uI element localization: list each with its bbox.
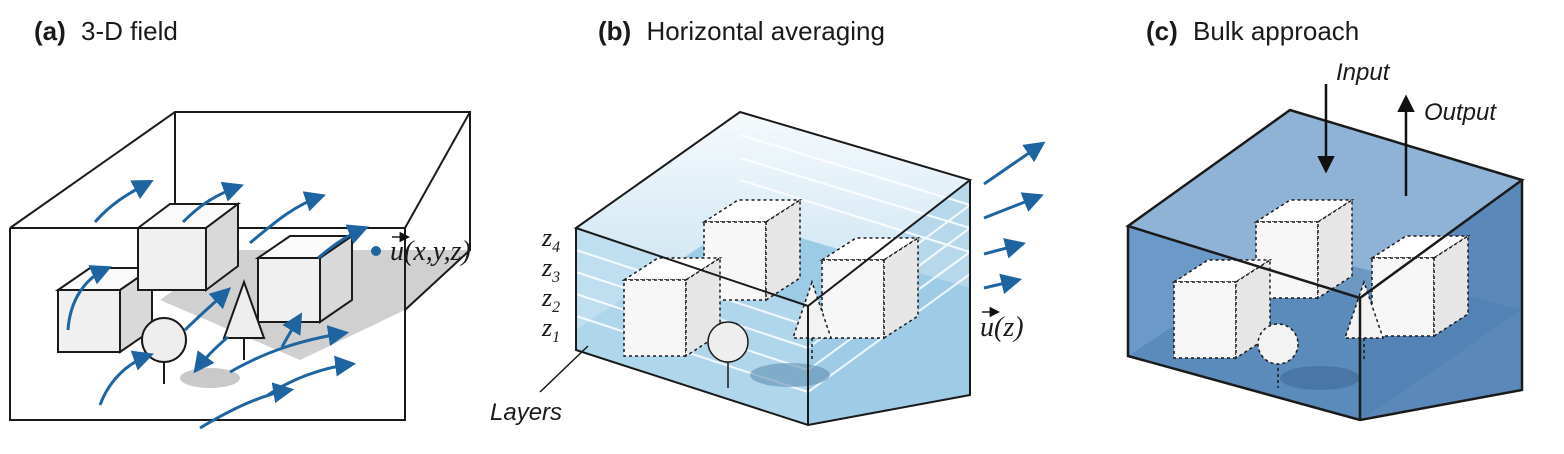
flow-arrow [193,335,229,374]
tree-round-b [707,321,749,388]
panel-a-letter: (a) [34,16,66,46]
panel-b-title-text: Horizontal averaging [646,16,884,46]
building-c1 [1253,198,1355,300]
panel-c-title: (c) Bulk approach [1146,16,1359,46]
panel-c: (c) Bulk approach [1125,16,1525,422]
tree-round-a [141,317,187,384]
flow-arrow [280,312,303,348]
domain-box-c [1125,108,1525,422]
flow-arrow [66,265,112,331]
flow-arrow [317,224,369,260]
building-c2 [1369,234,1471,338]
panel-a: (a) 3-D field [9,16,471,430]
panel-a-title: (a) 3-D field [34,16,178,46]
domain-box-b [573,110,973,427]
profile-arrow [983,273,1023,295]
profile-arrows-b [983,141,1046,295]
flow-arrow [183,287,232,332]
flow-arrows-a [66,180,369,430]
profile-arrow [983,141,1046,186]
panel-b-letter: (b) [598,16,631,46]
layer-label-z1: z1 [541,313,560,346]
layer-label-z2: z2 [541,283,560,316]
tree-shadow-c [1280,366,1360,390]
panel-c-letter: (c) [1146,16,1178,46]
tree-cone-b [791,279,833,360]
building-a2 [135,202,241,292]
field-point-dot [371,246,381,256]
profile-label-b: u(z) [980,312,1024,343]
layers-caption: Layers [490,399,562,426]
panel-b-title: (b) Horizontal averaging [598,16,885,46]
flow-arrow [93,180,154,223]
panel-a-title-text: 3-D field [81,16,178,46]
profile-arrow [983,238,1027,259]
layer-label-z3: z3 [541,253,560,286]
output-label: Output [1424,99,1497,126]
panel-b: (b) Horizontal averaging [490,16,1046,427]
input-label: Input [1336,59,1391,86]
building-a3 [254,234,356,324]
field-label-a: u(x,y,z) [390,236,471,267]
profile-arrow [983,192,1044,220]
building-b2 [819,236,921,340]
panel-c-title-text: Bulk approach [1193,16,1359,46]
layer-label-z4: z4 [541,223,560,256]
flow-arrow [249,191,326,245]
flow-arrow [199,382,295,430]
building-c3 [1171,258,1273,360]
flow-arrow [181,181,244,224]
flow-arrow [267,355,357,397]
flow-arrow [229,325,350,374]
tree-shadow-b [750,363,830,387]
tree-round-c [1257,323,1299,388]
layers-leader-line [539,345,589,393]
tree-cone-c [1343,279,1385,360]
building-b3 [621,256,723,358]
tree-cone-a [222,279,266,360]
flow-arrow [98,350,154,406]
